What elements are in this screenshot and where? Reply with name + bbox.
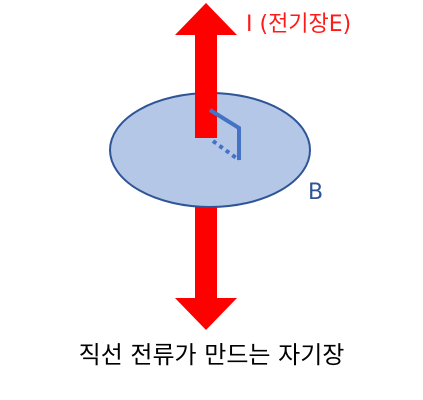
diagram-caption: 직선 전류가 만드는 자기장 <box>78 341 345 369</box>
current-arrow-lower <box>175 205 237 330</box>
current-label: I (전기장E) <box>246 12 352 37</box>
magnetic-field-label: B <box>308 180 324 205</box>
right-angle-marker <box>208 108 241 160</box>
current-arrow-upper <box>175 3 237 138</box>
right-angle-marker-dashed <box>211 139 241 162</box>
